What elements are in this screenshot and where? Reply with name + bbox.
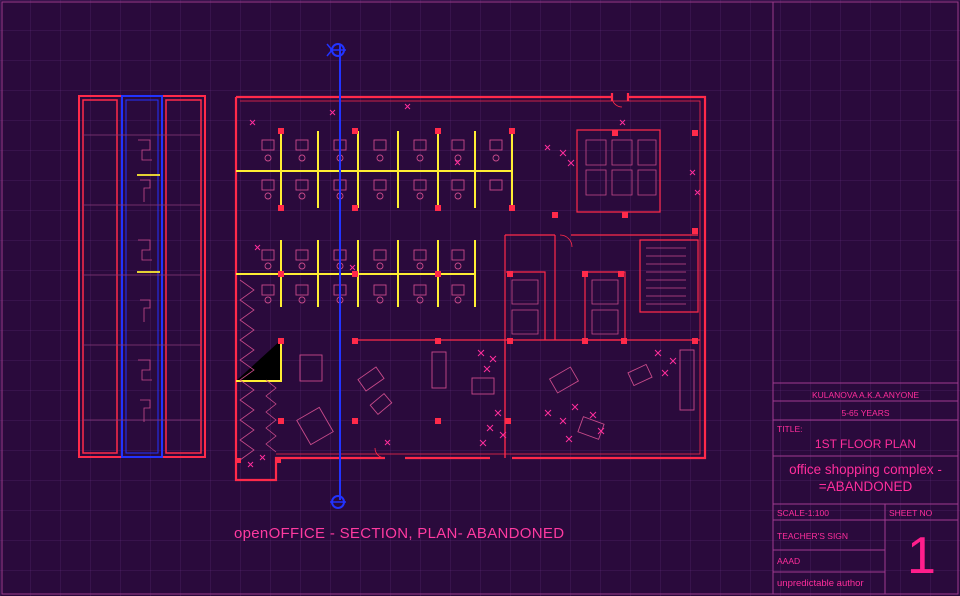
teacher-sign-label: TEACHER'S SIGN — [777, 531, 849, 541]
section-core-inner — [125, 99, 159, 454]
section-stair-details — [138, 139, 152, 422]
structural-columns — [236, 128, 698, 463]
scale-label: SCALE-1:100 — [777, 508, 829, 518]
title-block-grid — [772, 382, 959, 595]
exterior-walls — [234, 93, 707, 482]
teacher-sign-value: AAAD — [777, 556, 801, 566]
project-name-line2: =ABANDONED — [818, 479, 913, 494]
section-cut-line — [326, 43, 346, 509]
sheet-number: 1 — [907, 527, 936, 585]
section-left-bay — [82, 99, 118, 454]
section-right-bay — [165, 99, 202, 454]
interior-details — [239, 139, 686, 461]
section-slabs — [137, 174, 160, 273]
drawing-caption: openOFFICE - SECTION, PLAN- ABANDONED — [234, 525, 565, 542]
section-drawing — [78, 95, 206, 458]
section-core — [121, 95, 163, 458]
section-floor-lines — [83, 134, 201, 421]
author-name: KULANOVA A.K.A.ANYONE — [811, 390, 920, 400]
project-name-line1: office shopping complex - — [789, 462, 942, 477]
title-label: TITLE: — [777, 424, 803, 434]
plan-drawing — [234, 43, 707, 509]
interior-walls — [355, 129, 700, 458]
age-range: 5-65 YEARS — [841, 408, 890, 418]
door-swings — [374, 96, 623, 459]
exterior-wall-inner — [240, 100, 701, 455]
sheet-no-label: SHEET NO — [889, 508, 933, 518]
footer-author: unpredictable author — [777, 578, 864, 589]
drawing-title: 1ST FLOOR PLAN — [814, 437, 917, 451]
workstations — [261, 139, 695, 446]
debris-marks — [247, 103, 701, 468]
